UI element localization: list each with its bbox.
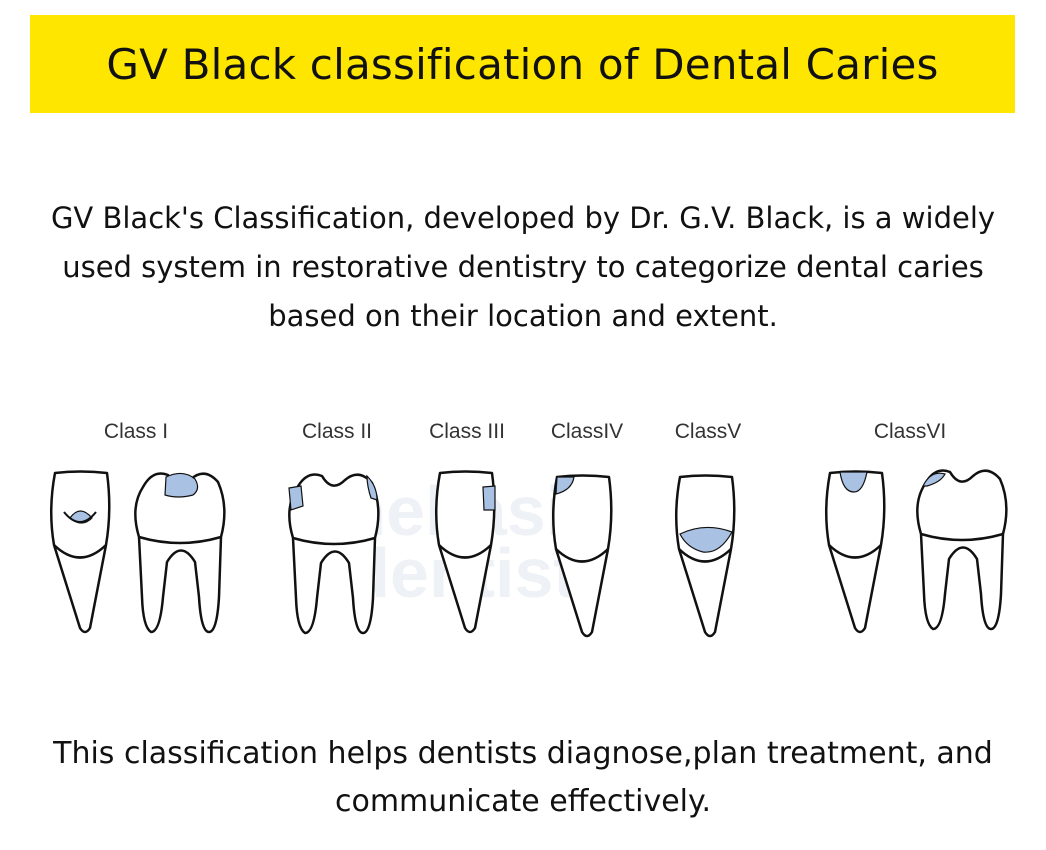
caries-class6-incisal-edge xyxy=(839,471,868,493)
caries-class2-mesial xyxy=(288,485,304,511)
tooth-class3-incisor xyxy=(434,470,496,634)
label-class-4: ClassIV xyxy=(550,420,624,443)
tooth-class2-molar xyxy=(288,473,380,635)
caries-class3-proximal xyxy=(482,485,496,511)
description: GV Black's Classification, developed by … xyxy=(50,201,996,333)
tooth-class6-incisor xyxy=(824,470,886,634)
footer-text: This classification helps dentists diagn… xyxy=(53,736,993,819)
label-class-6: ClassVI xyxy=(873,420,947,443)
tooth-class1-molar xyxy=(134,472,226,634)
page-title: GV Black classification of Dental Caries xyxy=(106,39,939,89)
label-class-3: Class III xyxy=(429,420,505,443)
caries-class5-cervical xyxy=(679,526,733,553)
tooth-class4-incisor xyxy=(551,474,613,638)
tooth-class5-incisor xyxy=(674,474,736,638)
caries-class2-distal xyxy=(366,474,378,501)
caries-class4-incisal-angle xyxy=(555,476,575,495)
label-class-2: Class II xyxy=(301,420,373,443)
title-banner: GV Black classification of Dental Caries xyxy=(30,15,1015,113)
tooth-class1-incisor xyxy=(49,470,111,634)
label-class-1: Class I xyxy=(103,420,169,443)
caries-class6-cusp-tip xyxy=(922,472,946,487)
tooth-class6-molar xyxy=(916,469,1008,631)
caries-class1-occlusal xyxy=(164,472,199,498)
label-class-5: ClassV xyxy=(674,420,742,443)
